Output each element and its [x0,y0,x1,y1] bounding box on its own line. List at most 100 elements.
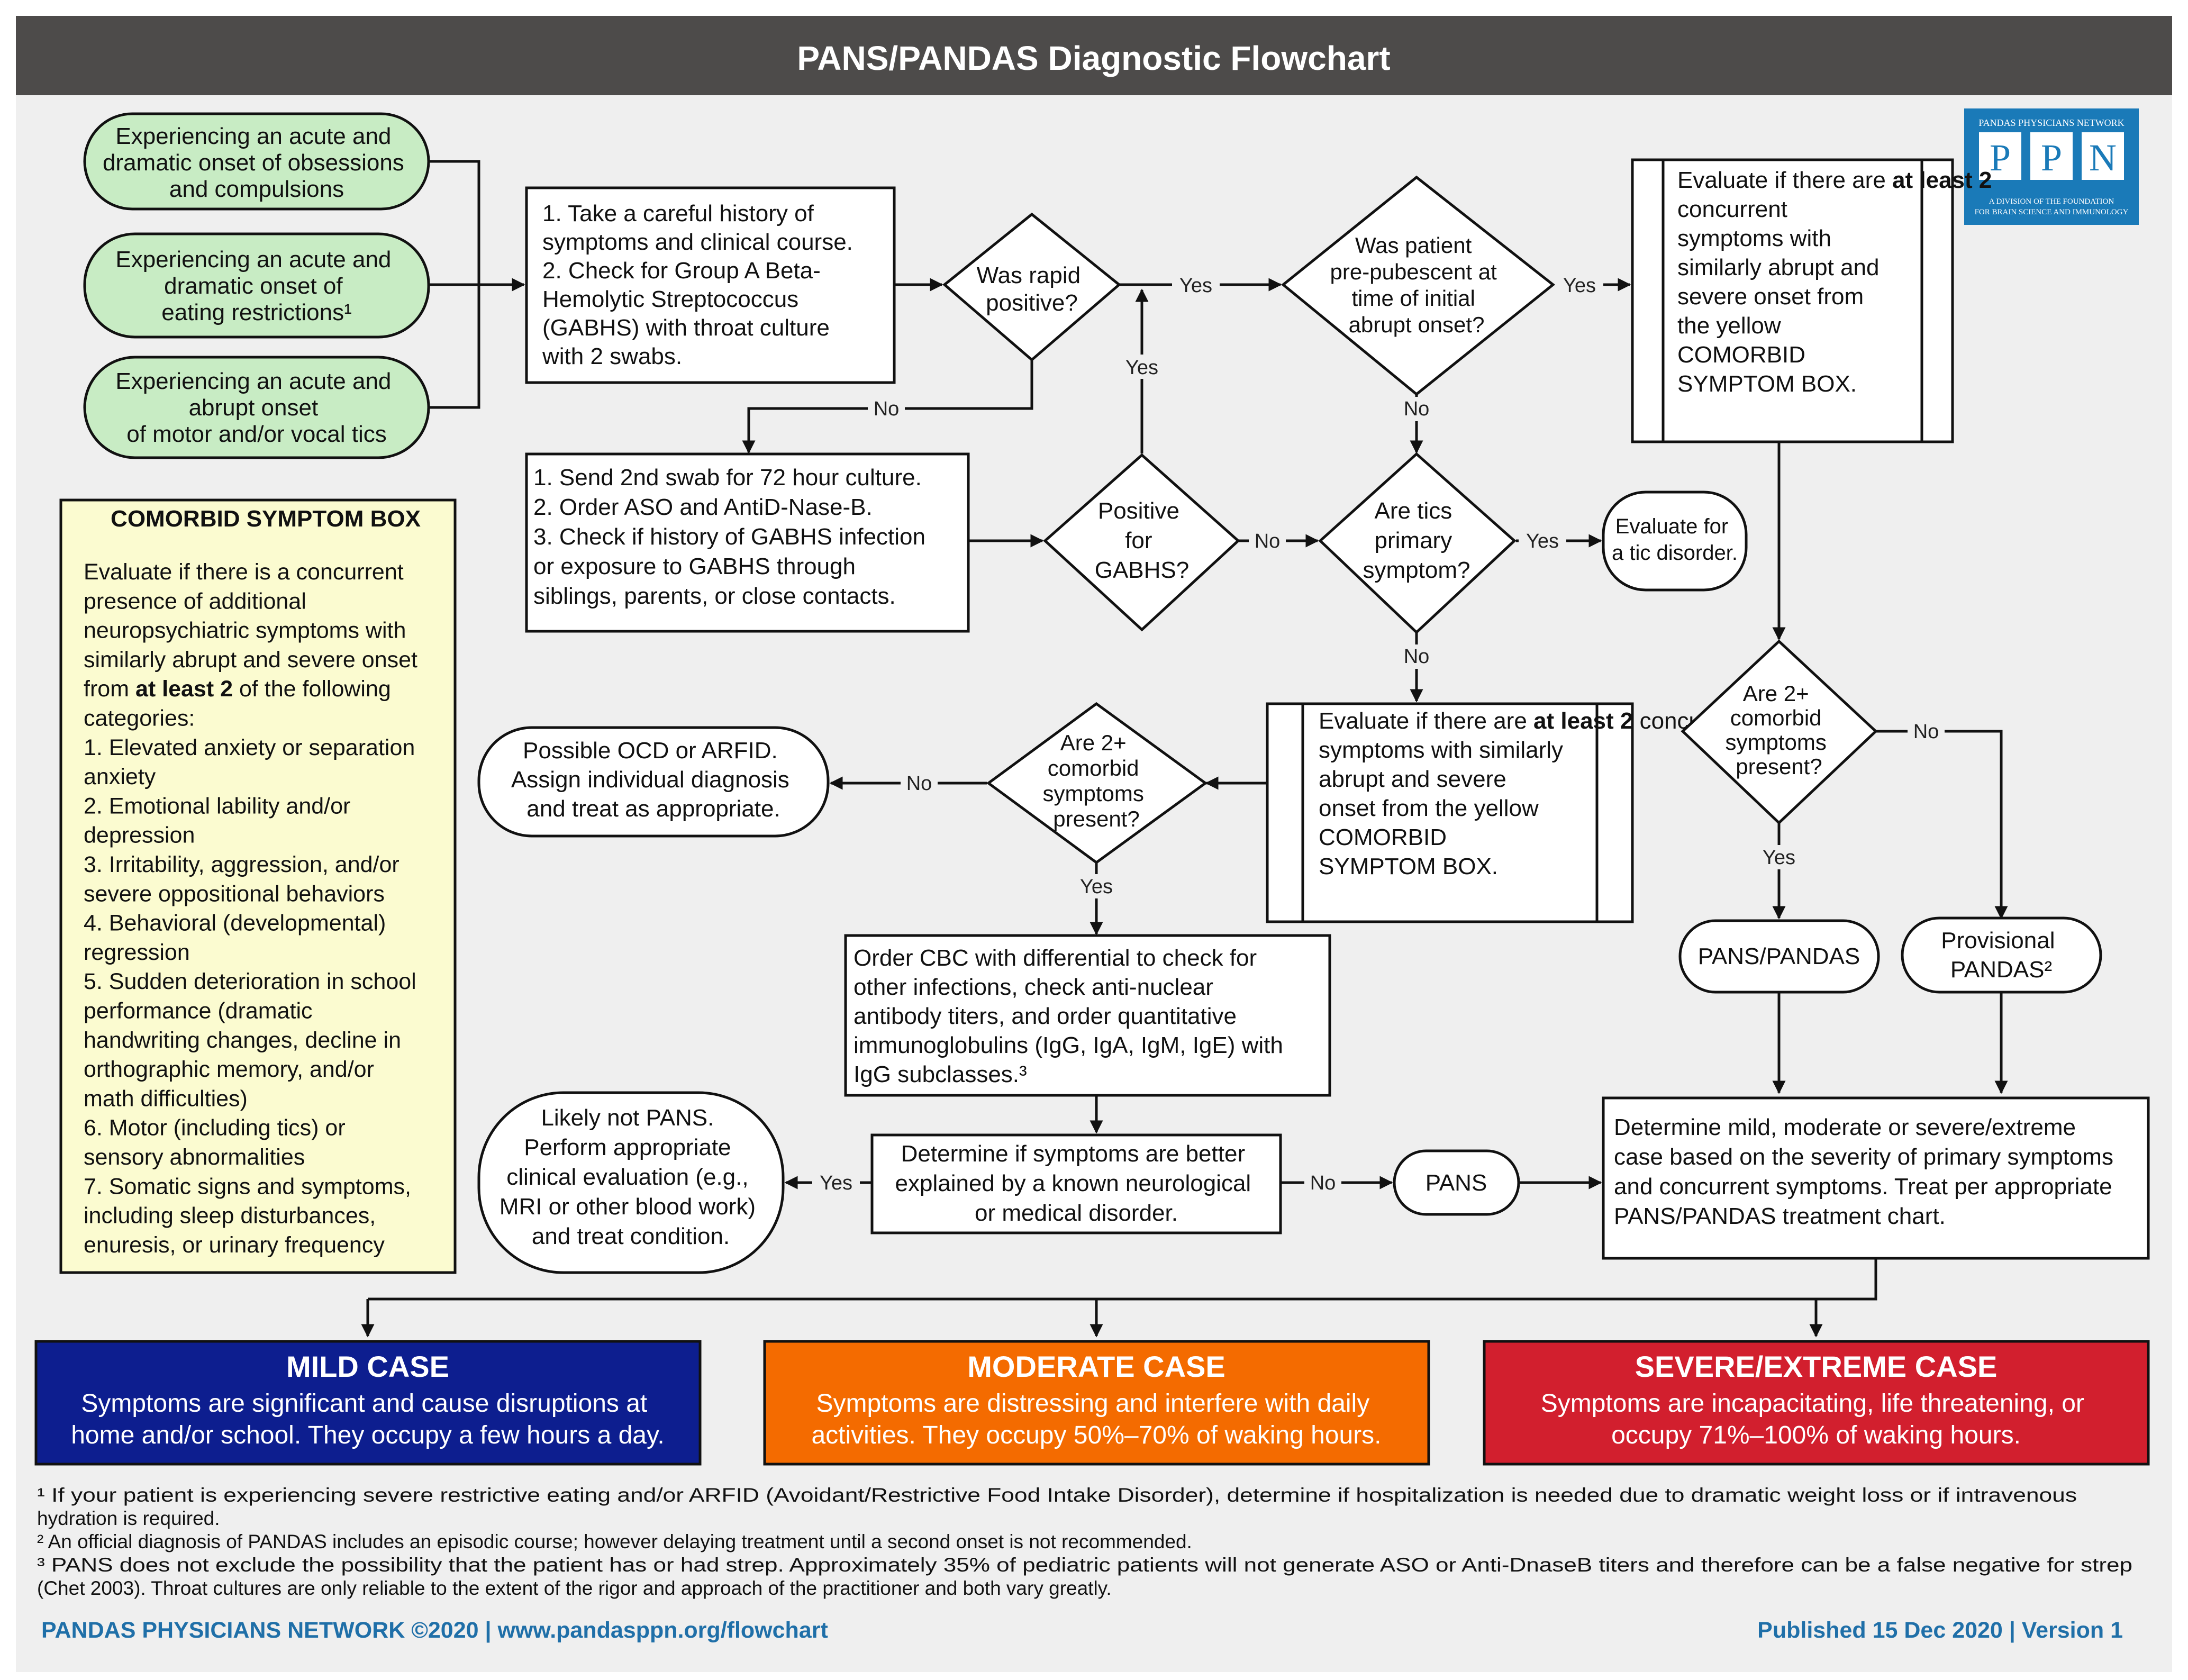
onset-node-3: Experiencing an acute and abrupt onset o… [83,356,430,459]
prepubescent-diamond [1281,175,1556,396]
edge-labels: Yes Yes No Yes No No Yes No Yes No No Ye… [812,273,1945,1195]
culture-box [525,452,970,633]
logo-letter-3: N [2089,137,2117,179]
evaluate-mid-text: Evaluate if there are at least 2 concurr… [1319,708,1756,879]
comorbid-line-segment: categories: [84,706,195,731]
label-positive-no: No [1255,530,1281,552]
footnote-1: ¹ If your patient is experiencing severe… [37,1484,2077,1506]
page-title: PANS/PANDAS Diagnostic Flowchart [797,39,1390,77]
label-determine-no: No [1310,1172,1336,1194]
determine-node: Determine if symptoms are better explain… [870,1133,1282,1234]
positive-text: Positive for GABHS? [1095,498,1190,583]
comorbid-line-segment: 5. Sudden deterioration in school [84,969,416,994]
severe-case-box: SEVERE/EXTREME CASE Symptoms are incapac… [1483,1340,2150,1466]
provisional-text: Provisional PANDAS² [1941,928,2061,983]
likely-text: Likely not PANS. Perform appropriate cli… [500,1105,762,1249]
tics-diamond [1318,452,1517,634]
positive-diamond [1043,453,1240,632]
comorbid-line-segment: math difficulties) [84,1086,248,1111]
moderate-case-description: Symptoms are distressing and interfere w… [811,1390,1381,1449]
severity-node: Determine mild, moderate or severe/extre… [1602,1096,2150,1260]
rapid-text: Was rapid positive? [977,262,1087,316]
determine-text: Determine if symptoms are better explain… [895,1141,1258,1226]
label-rapid-yes: Yes [1179,275,1212,297]
label-right-question-no: No [1913,721,1939,743]
comorbid-line-segment: 6. Motor (including tics) or [84,1115,346,1141]
label-rapid-no: No [874,398,900,420]
prepubescent-decision: Was patient pre-pubescent at time of ini… [1281,175,1556,396]
label-left-question-yes: Yes [1080,876,1113,898]
footer: PANDAS PHYSICIANS NETWORK ©2020 | www.pa… [41,1618,2123,1643]
logo-tile-3 [2082,132,2124,180]
comorbid-line-segment: from [84,676,135,702]
severe-case-title: SEVERE/EXTREME CASE [1635,1350,1998,1383]
onset-shape-3 [83,356,430,459]
culture-text: 1. Send 2nd swab for 72 hour culture. 2.… [533,465,932,609]
comorbid-line-segment: of the following [233,676,391,702]
footer-right: Published 15 Dec 2020 | Version 1 [1757,1618,2123,1643]
label-tics-yes: Yes [1526,530,1559,552]
comorbid-line-segment: 2. Emotional lability and/or [84,793,350,819]
ocd-text: Possible OCD or ARFID. Assign individual… [511,738,796,822]
mild-case-title: MILD CASE [286,1350,449,1383]
provisional-pandas-node: Provisional PANDAS² [1901,916,2102,994]
evaluate-mid-node: Evaluate if there are at least 2 concurr… [1266,702,1756,923]
label-left-question-no: No [906,773,932,795]
label-prepubescent-yes: Yes [1563,275,1596,297]
cbc-box [844,934,1331,1097]
pans-shape [1393,1149,1520,1216]
cbc-text: Order CBC with differential to check for… [854,945,1290,1087]
evaluate-top-box [1631,158,1954,443]
comorbid-line-segment: sensory abnormalities [84,1145,305,1170]
comorbid-line-segment: presence of additional [84,588,306,614]
label-tics-no: No [1404,646,1430,668]
ppn-logo: PANDAS PHYSICIANS NETWORK P P N A DIVISI… [1964,108,2139,225]
comorbid-line-segment: handwriting changes, decline in [84,1028,401,1053]
onset-node-1: Experiencing an acute and dramatic onset… [83,112,430,211]
onset-text-2: Experiencing an acute and dramatic onset… [115,247,397,325]
onset-text-3: Experiencing an acute and abrupt onset o… [115,368,397,447]
history-text: 1. Take a careful history of symptoms an… [542,201,859,369]
onset-node-2: Experiencing an acute and dramatic onset… [83,232,430,339]
likely-not-pans-node: Likely not PANS. Perform appropriate cli… [477,1091,785,1274]
pans-node: PANS [1393,1149,1520,1216]
comorbid-line-segment: performance (dramatic [84,998,313,1023]
right-question-text: Are 2+ comorbid symptoms present? [1725,681,1832,779]
comorbid-line-segment: Evaluate if there is a concurrent [84,559,404,585]
tic-disorder-text: Evaluate for a tic disorder. [1612,515,1738,565]
comorbid-line-segment: severe oppositional behaviors [84,881,385,906]
comorbid-line-segment: 1. Elevated anxiety or separation [84,735,415,760]
comorbid-line-segment: neuropsychiatric symptoms with [84,618,406,643]
evaluate-top-text: Evaluate if there are at least 2 concurr… [1677,167,1999,397]
comorbid-line-segment: at least 2 [135,676,233,702]
severe-case-description: Symptoms are incapacitating, life threat… [1541,1390,2092,1449]
comorbid-line-segment: depression [84,823,195,848]
severity-text: Determine mild, moderate or severe/extre… [1614,1114,2120,1229]
severity-box [1602,1096,2150,1260]
pans-pandas-node: PANS/PANDAS [1678,919,1880,994]
ocd-shape [477,726,830,838]
right-comorbid-decision: Are 2+ comorbid symptoms present? [1681,639,1878,825]
cbc-node: Order CBC with differential to check for… [844,934,1331,1097]
left-question-diamond [986,702,1208,865]
comorbid-line-segment: regression [84,940,190,965]
label-determine-yes: Yes [820,1172,852,1194]
logo-network-name: PANDAS PHYSICIANS NETWORK [1978,117,2124,128]
tics-text: Are tics primary symptom? [1363,498,1470,583]
footnote-3-continued: (Chet 2003). Throat cultures are only re… [37,1577,1112,1599]
comorbid-line-segment: 3. Irritability, aggression, and/or [84,852,400,877]
mild-case-shape [34,1340,702,1466]
comorbid-title: COMORBID SYMPTOM BOX [111,506,421,532]
comorbid-line-segment: orthographic memory, and/or [84,1057,374,1082]
comorbid-box-shape [59,498,457,1274]
footer-left[interactable]: PANDAS PHYSICIANS NETWORK ©2020 | www.pa… [41,1618,828,1643]
header-bar [16,16,2172,95]
evaluate-mid-box [1266,702,1634,923]
tic-disorder-node: Evaluate for a tic disorder. [1602,491,1748,592]
comorbid-line-segment: 4. Behavioral (developmental) [84,911,386,936]
comorbid-line-segment: similarly abrupt and severe onset [84,647,417,673]
left-question-text: Are 2+ comorbid symptoms present? [1042,730,1150,831]
comorbid-text: Evaluate if there is a concurrent presenc… [84,559,417,1258]
edge-severity-to-cases [368,1258,1877,1301]
